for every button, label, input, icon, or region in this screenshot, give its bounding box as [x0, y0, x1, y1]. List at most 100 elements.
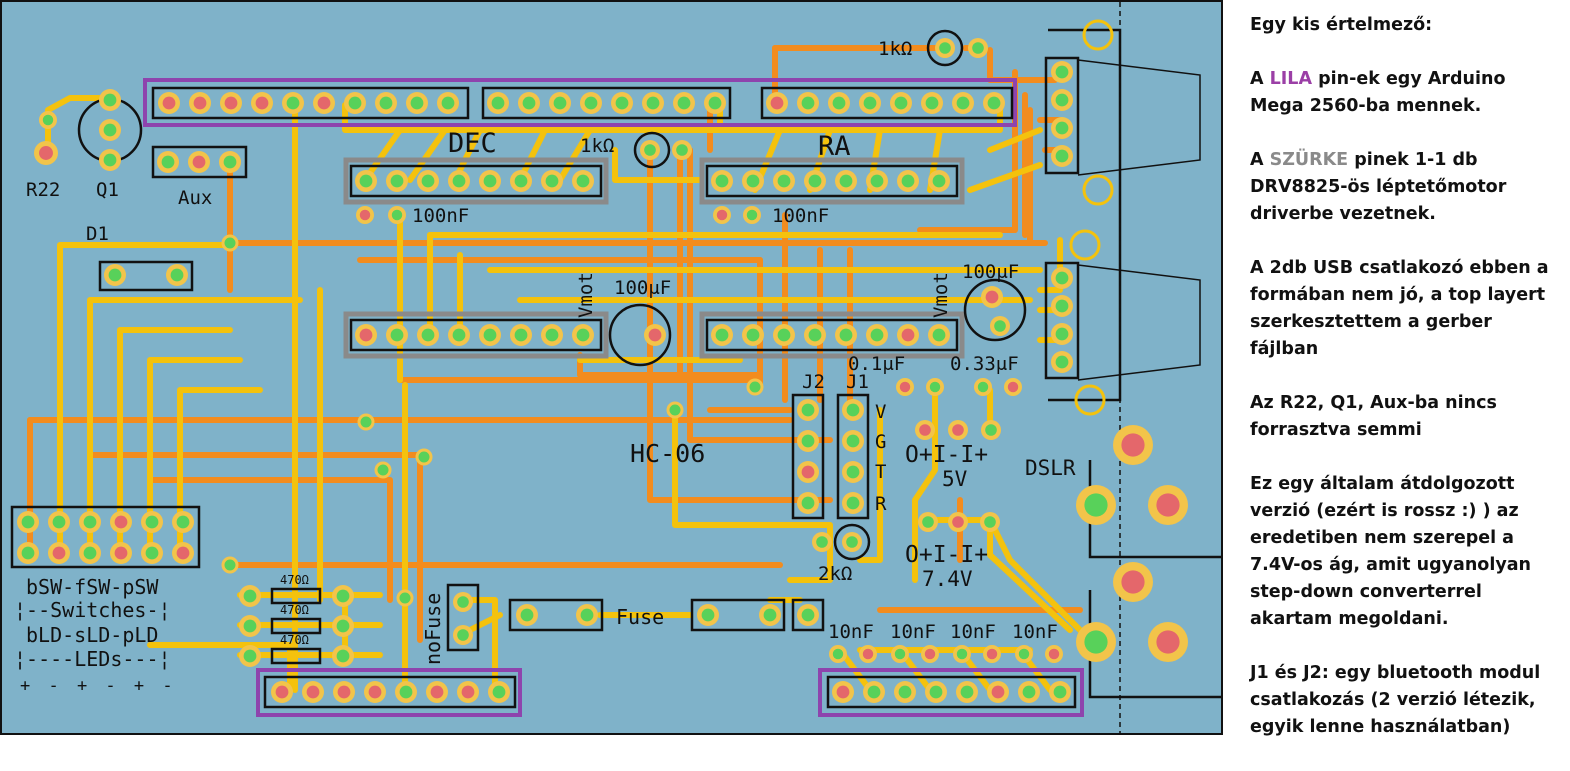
label-sw-title: ¦--Switches-¦: [14, 598, 171, 622]
pad: [437, 92, 459, 114]
pad: [39, 111, 57, 129]
pad: [928, 324, 950, 346]
pad: [239, 615, 261, 637]
notes-p1-after: pin-ek egy Arduino Mega 2560-ba mennek.: [1250, 69, 1506, 116]
pad: [1076, 485, 1116, 525]
label-dec: DEC: [448, 128, 497, 159]
pad: [1015, 645, 1033, 663]
pad: [829, 645, 847, 663]
pad: [386, 324, 408, 346]
via: [415, 448, 433, 466]
pad: [572, 324, 594, 346]
pad: [1051, 89, 1073, 111]
notes-title: Egy kis értelmező:: [1250, 15, 1433, 35]
pad: [282, 92, 304, 114]
pad: [386, 170, 408, 192]
pad: [797, 492, 819, 514]
pad: [332, 585, 354, 607]
notes-szurke-highlight: SZÜRKE: [1269, 150, 1349, 170]
label-reg74: 7.4V: [922, 567, 973, 591]
pad: [166, 264, 188, 286]
pad: [580, 92, 602, 114]
pad: [1049, 681, 1071, 703]
pad: [110, 511, 132, 533]
via: [221, 234, 239, 252]
via: [221, 556, 239, 574]
notes-p6: J1 és J2: egy bluetooth modul csatlakozá…: [1250, 663, 1541, 737]
pad: [896, 378, 914, 396]
pad: [189, 92, 211, 114]
pad: [918, 512, 938, 532]
label-10n-2: 10nF: [890, 621, 936, 643]
notes-p2-before: A: [1250, 150, 1270, 170]
legend-notes: Egy kis értelmező: A LILA pin-ek egy Ard…: [1250, 12, 1565, 768]
pad: [828, 92, 850, 114]
pad: [406, 92, 428, 114]
notes-p1: A LILA pin-ek egy Arduino Mega 2560-ba m…: [1250, 66, 1565, 120]
driver-headers: [343, 157, 965, 359]
pads: [17, 38, 1188, 703]
pad: [797, 399, 819, 421]
board-labels: 1kΩ DEC RA 1kΩ R22 Q1 Aux 100nF 100nF D1…: [14, 38, 1076, 696]
pad: [1051, 145, 1073, 167]
pad: [835, 170, 857, 192]
pad: [644, 324, 666, 346]
arduino-headers: [143, 78, 1084, 717]
pad: [891, 645, 909, 663]
label-01u: 0.1μF: [848, 353, 905, 375]
arduino-header-bottom-left: [256, 668, 522, 717]
pad: [355, 324, 377, 346]
pad: [48, 511, 70, 533]
label-led-names: bLD-sLD-pLD: [26, 623, 158, 647]
pad: [1045, 645, 1063, 663]
pad: [928, 170, 950, 192]
pad: [1148, 622, 1188, 662]
pad: [697, 604, 719, 626]
pad: [79, 511, 101, 533]
label-033u: 0.33μF: [950, 353, 1019, 375]
pad: [897, 170, 919, 192]
label-r1k-top: 1kΩ: [878, 38, 912, 60]
pad: [953, 645, 971, 663]
pad: [172, 542, 194, 564]
pad: [332, 645, 354, 667]
pad: [141, 511, 163, 533]
notes-p4: Az R22, Q1, Aux-ba nincs forrasztva semm…: [1250, 393, 1497, 440]
label-reg5v-pins: O+I-I+: [905, 442, 988, 468]
label-j2: J2: [802, 371, 825, 393]
pcb-layout: 1kΩ DEC RA 1kΩ R22 Q1 Aux 100nF 100nF D1…: [0, 0, 1223, 735]
pad: [842, 430, 864, 452]
pad: [99, 149, 121, 171]
pad: [110, 542, 132, 564]
pad: [48, 542, 70, 564]
label-j1: J1: [846, 371, 869, 393]
label-pin-g: G: [875, 431, 886, 453]
label-r22: R22: [26, 179, 60, 201]
pad: [897, 324, 919, 346]
pad: [983, 645, 1001, 663]
label-100u-right: 100μF: [962, 261, 1019, 283]
pad: [1051, 117, 1073, 139]
pad: [640, 140, 660, 160]
pad: [448, 324, 470, 346]
label-hc06: HC-06: [630, 439, 705, 468]
pad: [968, 38, 988, 58]
via: [357, 413, 375, 431]
pad: [1051, 267, 1073, 289]
pad: [974, 378, 992, 396]
pad: [541, 170, 563, 192]
pad: [859, 645, 877, 663]
pad: [642, 92, 664, 114]
driver-ra-bottom: [699, 311, 965, 359]
pad: [79, 542, 101, 564]
label-r470-1: 470Ω: [280, 573, 309, 587]
pad: [239, 585, 261, 607]
via: [746, 378, 764, 396]
label-pin-t: T: [875, 461, 886, 483]
pad: [1051, 351, 1073, 373]
pad: [921, 645, 939, 663]
pad: [219, 151, 241, 173]
pad: [426, 681, 448, 703]
pad: [842, 399, 864, 421]
pad: [742, 170, 764, 192]
